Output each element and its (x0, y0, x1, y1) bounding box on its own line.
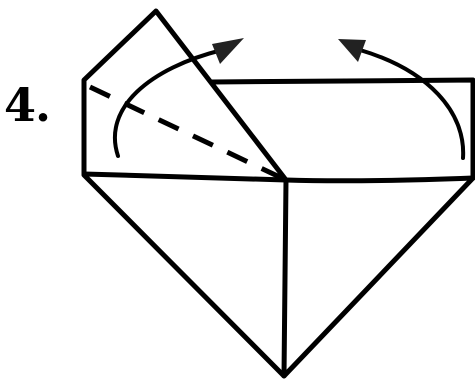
right-arrowhead (338, 39, 366, 62)
center-crease (284, 180, 286, 376)
left-arrowhead (212, 38, 244, 64)
valley-fold-line (90, 87, 286, 180)
lower-triangle-outline (84, 175, 473, 376)
right-flap-outline (212, 80, 473, 178)
right-fold-arrow (338, 39, 463, 158)
left-flap-outline (84, 11, 286, 180)
